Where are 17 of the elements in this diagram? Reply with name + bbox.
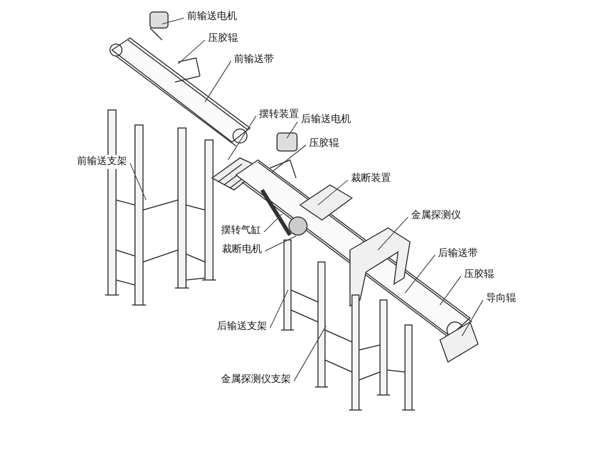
leader-line <box>228 116 256 160</box>
part-label: 摆转装置 <box>258 108 300 122</box>
leader-line <box>178 40 206 64</box>
leader-line <box>286 120 298 138</box>
leader-line <box>270 290 288 328</box>
leader-line <box>264 236 296 252</box>
part-label: 前输送支架 <box>76 155 128 169</box>
leader-line <box>404 254 436 294</box>
leader-line <box>462 300 484 336</box>
leader-line <box>264 214 282 232</box>
leader-line <box>272 144 306 172</box>
leader-line <box>162 18 184 24</box>
leader-line <box>294 326 326 382</box>
leader-line <box>378 216 408 250</box>
leader-line <box>440 276 462 306</box>
leader-line <box>318 180 348 206</box>
leader-line <box>204 60 232 102</box>
